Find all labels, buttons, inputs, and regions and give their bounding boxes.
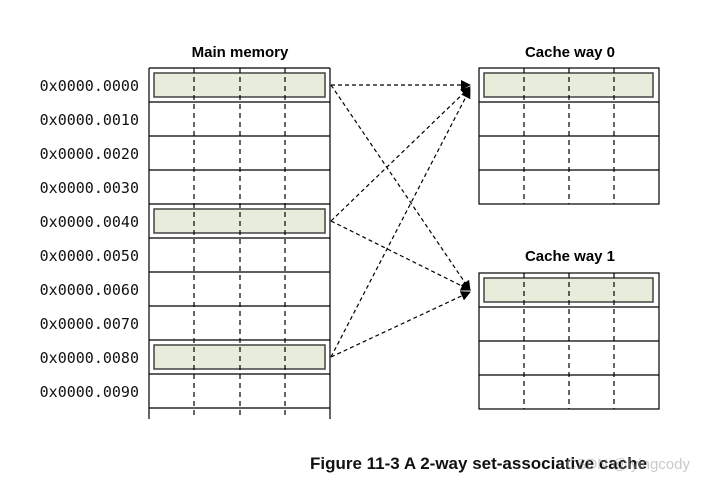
address-label: 0x0000.0010: [40, 111, 139, 129]
address-label: 0x0000.0030: [40, 179, 139, 197]
arrow-line0-to-way1: [330, 84, 471, 291]
cache-way-1-title: Cache way 1: [525, 248, 615, 265]
address-label: 0x0000.0000: [40, 77, 139, 95]
address-labels: 0x0000.0000 0x0000.0010 0x0000.0020 0x00…: [40, 77, 139, 401]
address-label: 0x0000.0050: [40, 247, 139, 265]
main-memory-title: Main memory: [192, 44, 289, 61]
arrow-line8-to-way0: [330, 88, 471, 358]
figure-caption: Figure 11-3 A 2-way set-associative cach…: [310, 454, 647, 473]
cache-line-highlight: [483, 72, 654, 98]
arrow-line4-to-way1: [330, 220, 471, 291]
cache-way-0-table: [478, 67, 660, 205]
cache-line-highlight: [483, 277, 654, 303]
arrow-line4-to-way0: [330, 86, 471, 222]
cache-way-0-title: Cache way 0: [525, 44, 615, 61]
address-label: 0x0000.0040: [40, 213, 139, 231]
address-label: 0x0000.0090: [40, 383, 139, 401]
address-label: 0x0000.0020: [40, 145, 139, 163]
arrow-line8-to-way1: [330, 291, 471, 358]
watermark: CSDN @lyingcody: [566, 456, 691, 473]
address-label: 0x0000.0080: [40, 349, 139, 367]
cache-way-1-table: [478, 272, 660, 410]
address-label: 0x0000.0070: [40, 315, 139, 333]
address-label: 0x0000.0060: [40, 281, 139, 299]
memory-line-highlight: [153, 72, 326, 98]
mapping-arrows: [330, 80, 471, 358]
main-memory-table: [148, 67, 331, 419]
